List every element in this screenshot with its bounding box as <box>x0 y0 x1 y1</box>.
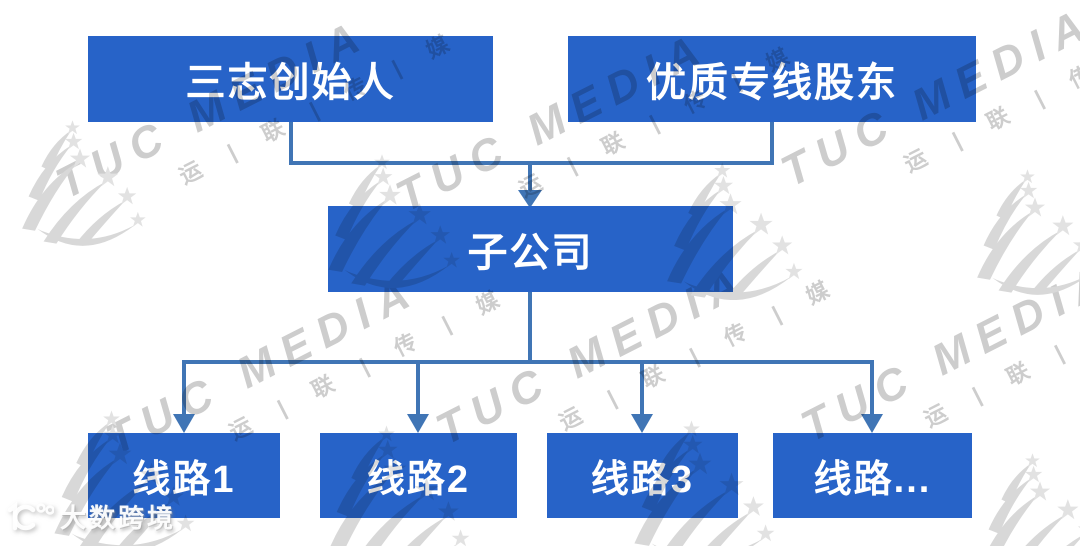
footer-brand-name: 大数跨境 <box>60 503 177 533</box>
node-line3: 线路3 <box>547 433 738 518</box>
node-subsidiary: 子公司 <box>328 206 733 292</box>
node-line-more: 线路... <box>773 433 972 518</box>
edge-bottom-rail <box>182 360 874 416</box>
node-shareholder: 优质专线股东 <box>568 36 976 122</box>
arrowhead-subsidiary <box>518 190 542 208</box>
arrowhead-line1 <box>173 414 195 433</box>
arrowhead-line2 <box>407 414 429 433</box>
dashu-kuajing-logo-icon <box>7 500 54 530</box>
node-founder: 三志创始人 <box>88 36 493 122</box>
arrowhead-line-more <box>861 414 883 433</box>
edge-top-elbow <box>289 122 774 165</box>
node-line2: 线路2 <box>320 433 517 518</box>
footer-brand: 大数跨境 <box>6 498 176 535</box>
arrowhead-line3 <box>631 414 653 433</box>
